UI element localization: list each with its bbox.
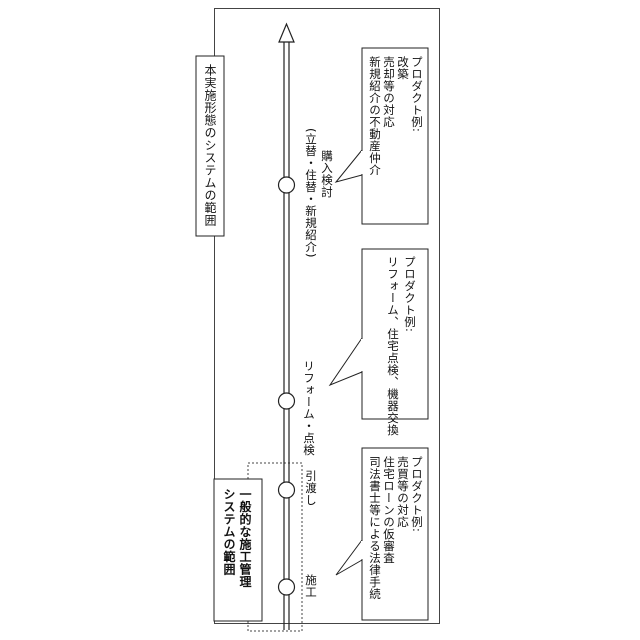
callout-pointer-1 <box>336 540 362 575</box>
milestone-label-purchase-line2: (立替・住替・新規紹介) <box>304 128 318 258</box>
callout-pointer-2 <box>330 338 362 385</box>
milestone-label-purchase-line1: 購入検討 <box>320 150 334 198</box>
general-scope-label-line1: 一般的な施工管理 <box>238 488 252 588</box>
product-box-3-line1: プロダクト例: <box>410 56 424 132</box>
product-box-3-line4: 新規紹介の不動産仲介 <box>368 56 382 176</box>
system-scope-label: 本実施形態のシステムの範囲 <box>203 64 217 227</box>
milestone-label-handover: 引渡し <box>304 470 318 506</box>
product-box-1-line1: プロダクト例: <box>410 456 424 532</box>
product-box-2-line2: リフォーム、住宅点検、機器交換 <box>386 256 400 436</box>
milestone-circle-handover <box>279 482 295 498</box>
product-box-1-line2: 売買等の対応 <box>396 456 410 528</box>
milestone-label-renovation: リフォーム・点検 <box>302 360 316 456</box>
milestone-circle-renovation <box>279 393 295 409</box>
general-scope-label-line2: システムの範囲 <box>222 488 236 576</box>
product-box-3-line3: 売却等の対応 <box>382 56 396 128</box>
product-box-1-line4: 司法書士等による法律手続 <box>368 456 382 600</box>
product-box-1-line3: 住宅ローンの仮審査 <box>382 456 396 564</box>
milestone-circle-purchase <box>279 177 295 193</box>
callout-pointer-3 <box>336 150 362 182</box>
milestone-circle-construction <box>279 579 295 595</box>
product-box-2-line1: プロダクト例: <box>403 256 417 332</box>
product-box-3-line2: 改築 <box>396 56 410 80</box>
timeline-arrowhead <box>279 24 294 42</box>
milestone-label-construction: 施工 <box>304 574 318 598</box>
